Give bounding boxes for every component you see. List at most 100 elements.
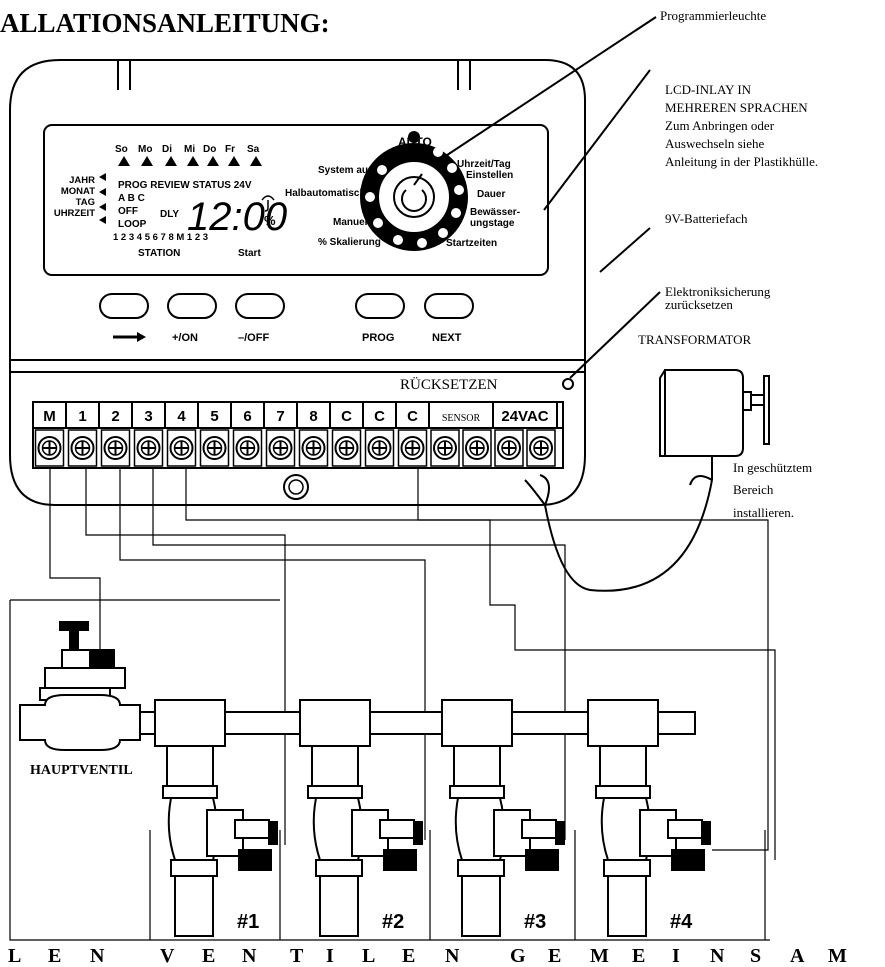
- caption-letter: N: [90, 945, 105, 967]
- terminal-label: C: [407, 408, 418, 425]
- program-light-icon: [408, 131, 420, 143]
- mode-dial[interactable]: [360, 131, 468, 251]
- terminal-label: 5: [210, 408, 218, 425]
- terminal-label: SENSOR: [442, 413, 481, 424]
- lcd-row: A B C: [118, 193, 145, 204]
- reset-button[interactable]: [562, 378, 574, 390]
- caption-letter: E: [48, 945, 61, 967]
- caption-letter: E: [632, 945, 645, 967]
- day-marker-icon: [141, 156, 153, 166]
- terminal-label: C: [374, 408, 385, 425]
- terminal-label: 4: [177, 408, 186, 425]
- caption-letter: M: [590, 945, 609, 967]
- terminal-label-box: [131, 401, 166, 429]
- transformer: [524, 369, 770, 592]
- zone-valve: [154, 699, 278, 937]
- dial-auto: AUTO: [398, 135, 432, 149]
- lcd-day-markers: [118, 156, 262, 166]
- caption-letter: E: [548, 945, 561, 967]
- caption-letter: L: [8, 945, 21, 967]
- day-marker-icon: [118, 156, 130, 166]
- next-label: NEXT: [432, 332, 462, 344]
- terminal-label: 24VAC: [501, 408, 548, 425]
- lcd-label-time: UHRZEIT: [54, 208, 95, 219]
- lcd-label-day: TAG: [76, 197, 95, 208]
- next-button[interactable]: [424, 293, 474, 319]
- callout-lcd-4: Auswechseln siehe: [665, 136, 765, 151]
- dial-scaling: % Skalierung: [318, 237, 381, 248]
- lcd-left-pointers: [99, 173, 106, 224]
- day-marker-icon: [187, 156, 199, 166]
- callout-fuse-2: zurücksetzen: [665, 297, 733, 312]
- umbrella-icon: [261, 195, 275, 212]
- lcd-day: Di: [162, 144, 172, 155]
- lcd-label-year: JAHR: [69, 175, 95, 186]
- zone-valve: [587, 699, 711, 937]
- terminal-label-box: [428, 401, 494, 429]
- terminal-label-box: [329, 401, 364, 429]
- zone-valve: [441, 699, 565, 937]
- zone-valve: [299, 699, 423, 937]
- terminal-label: 1: [78, 408, 86, 425]
- day-marker-icon: [207, 156, 219, 166]
- dial-labels: AUTO System aus Halbautomatisch Manuell …: [285, 135, 520, 249]
- terminal-label-box: [65, 401, 100, 429]
- lcd-left-labels: JAHR MONAT TAG UHRZEIT: [54, 175, 95, 219]
- dial-start-times: Startzeiten: [446, 238, 497, 249]
- prog-label: PROG: [362, 332, 394, 344]
- caption-letter: A: [790, 945, 805, 967]
- solenoid-icon: [671, 849, 705, 871]
- lcd-row: OFF: [118, 206, 138, 217]
- dial-pointer-icon: [401, 189, 427, 212]
- lcd-row: LOOP: [118, 219, 147, 230]
- lcd-label-month: MONAT: [61, 186, 95, 197]
- day-marker-icon: [250, 156, 262, 166]
- dial-duration: Dauer: [477, 189, 505, 200]
- valve-label: #4: [670, 911, 693, 933]
- valve-label: #2: [382, 911, 404, 933]
- solenoid-icon: [383, 849, 417, 871]
- dial-manual: Manuell: [333, 217, 370, 228]
- lcd-row: PROG REVIEW STATUS 24V: [118, 180, 252, 191]
- lcd-day: Mi: [184, 144, 195, 155]
- arrow-button[interactable]: [99, 293, 149, 319]
- lcd-station-label: STATION: [138, 248, 180, 259]
- caption-letter: L: [362, 945, 375, 967]
- terminal-label: 8: [309, 408, 317, 425]
- terminal-label-box: [197, 401, 232, 429]
- dial-water-days-2: ungstage: [470, 218, 515, 229]
- callout-fuse-1: Elektroniksicherung: [665, 284, 771, 299]
- callout-lcd-3: Zum Anbringen oder: [665, 118, 775, 133]
- lcd-day: Sa: [247, 144, 260, 155]
- terminal-label: C: [341, 408, 352, 425]
- callout-lines: [431, 16, 661, 379]
- caption-letter: S: [750, 945, 761, 967]
- terminal-label-box: [492, 401, 558, 429]
- callout-program-light: Programmierleuchte: [660, 8, 766, 23]
- minus-off-label: –/OFF: [238, 332, 269, 344]
- lcd-dly: DLY: [160, 209, 179, 220]
- controller-unit: [9, 59, 586, 506]
- callout-lcd-5: Anleitung in der Plastikhülle.: [665, 154, 818, 169]
- caption-letter: V: [160, 945, 175, 967]
- prog-button[interactable]: [355, 293, 405, 319]
- lcd-day: So: [115, 144, 128, 155]
- pointer-icon: [99, 203, 106, 211]
- page-title: ALLATIONSANLEITUNG:: [0, 8, 330, 38]
- lcd-percent: %: [264, 213, 276, 228]
- dial-water-days: Bewässer-: [470, 207, 520, 218]
- minus-off-button[interactable]: [235, 293, 285, 319]
- terminal-label: 7: [276, 408, 284, 425]
- dial-time-day-2: Einstellen: [466, 170, 513, 181]
- terminal-label: 2: [111, 408, 119, 425]
- valve-label: #1: [237, 911, 259, 933]
- wiring: [9, 468, 776, 941]
- caption-letter: N: [242, 945, 257, 967]
- terminal-label: 6: [243, 408, 251, 425]
- plus-on-button[interactable]: [167, 293, 217, 319]
- arrow-head-icon: [137, 332, 146, 342]
- lcd-day: Do: [203, 144, 216, 155]
- caption-letter: M: [828, 945, 847, 967]
